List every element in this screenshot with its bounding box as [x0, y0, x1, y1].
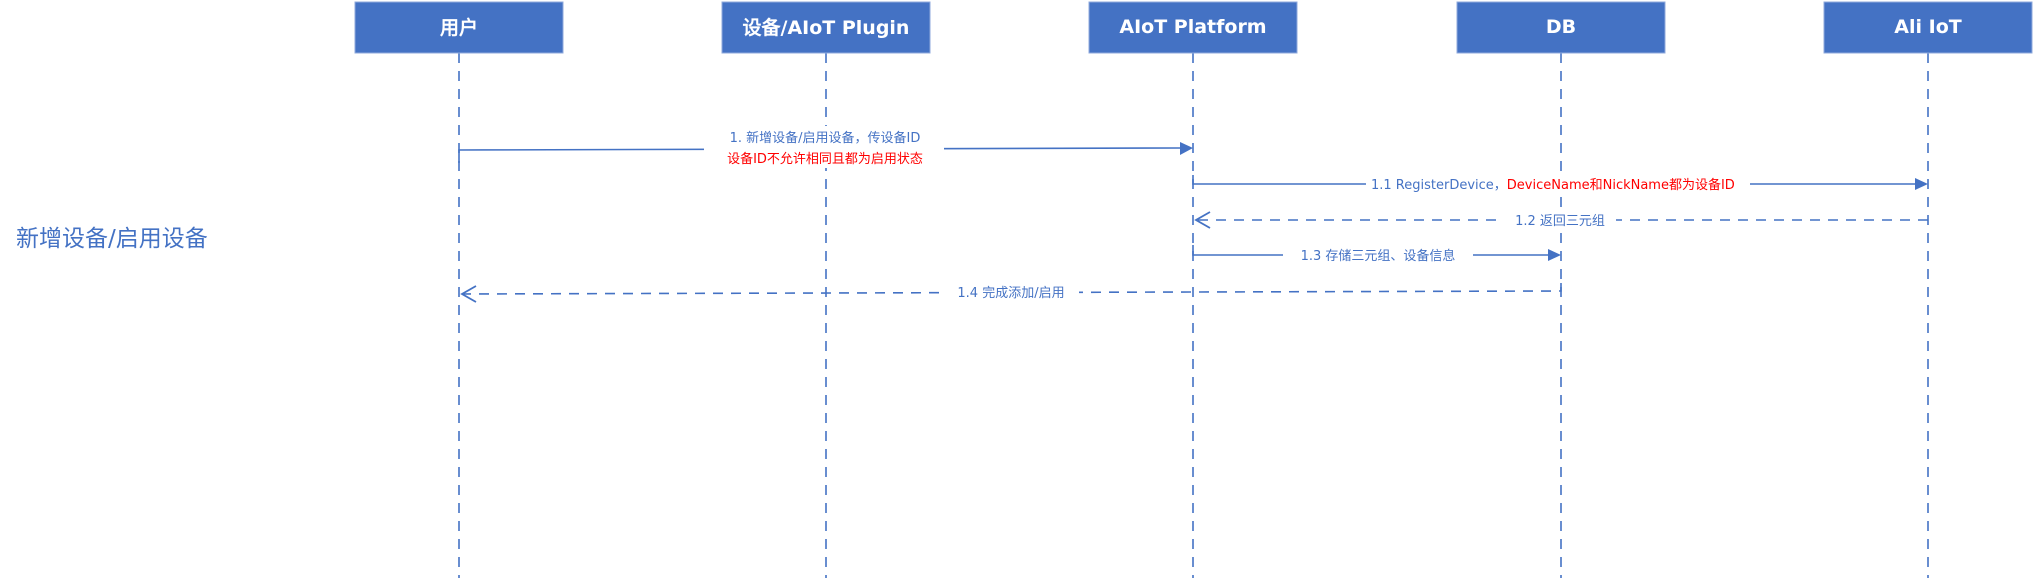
- arrowhead-open: [460, 285, 477, 303]
- message-1-label: 1. 新增设备/启用设备，传设备ID: [730, 130, 921, 146]
- message-label-bg: [1504, 210, 1616, 230]
- participant-label: 用户: [440, 16, 478, 39]
- message-1-1-label: 1.1 RegisterDevice，DeviceName和NickName都为…: [1371, 177, 1735, 193]
- message-1-1-label-main: 1.1 RegisterDevice，: [1371, 178, 1507, 193]
- message-1-2-label: 1.2 返回三元组: [1515, 214, 1605, 229]
- arrowhead-open: [1194, 211, 1211, 229]
- participant-label: Ali IoT: [1894, 16, 1961, 38]
- message-1-3-label: 1.3 存储三元组、设备信息: [1301, 248, 1456, 264]
- section-title: 新增设备/启用设备: [16, 226, 208, 252]
- message-1-3: 1.3 存储三元组、设备信息: [1192, 245, 1561, 265]
- message-1-4-line: [461, 283, 1562, 295]
- participant-ali-iot: Ali IoT: [1823, 1, 2033, 54]
- message-1-2: 1.2 返回三元组: [1194, 210, 1928, 230]
- message-1-4-label: 1.4 完成添加/启用: [957, 286, 1064, 301]
- message-label-bg: [1366, 174, 1750, 194]
- message-label-bg: [1283, 245, 1473, 265]
- message-1: 1. 新增设备/启用设备，传设备ID 设备ID不允许相同且都为启用状态: [458, 126, 1193, 168]
- participant-label: 设备/AIoT Plugin: [743, 16, 910, 39]
- participant-aiot-platform: AIoT Platform: [1088, 1, 1298, 54]
- arrowhead-filled: [1915, 178, 1928, 190]
- participant-device-plugin: 设备/AIoT Plugin: [721, 1, 931, 54]
- participant-label: DB: [1546, 16, 1576, 38]
- participant-user: 用户: [354, 1, 564, 54]
- message-1-note: 设备ID不允许相同且都为启用状态: [727, 151, 923, 167]
- message-1-1-label-note: DeviceName和NickName都为设备ID: [1507, 177, 1735, 193]
- message-label-bg: [943, 282, 1079, 302]
- message-1-4: 1.4 完成添加/启用: [460, 282, 1562, 303]
- arrowhead-filled: [1180, 142, 1193, 155]
- participant-label: AIoT Platform: [1119, 16, 1266, 38]
- message-1-1: 1.1 RegisterDevice，DeviceName和NickName都为…: [1192, 174, 1928, 194]
- message-label-bg: [704, 126, 944, 168]
- participant-db: DB: [1456, 1, 1666, 54]
- arrowhead-filled: [1548, 249, 1561, 261]
